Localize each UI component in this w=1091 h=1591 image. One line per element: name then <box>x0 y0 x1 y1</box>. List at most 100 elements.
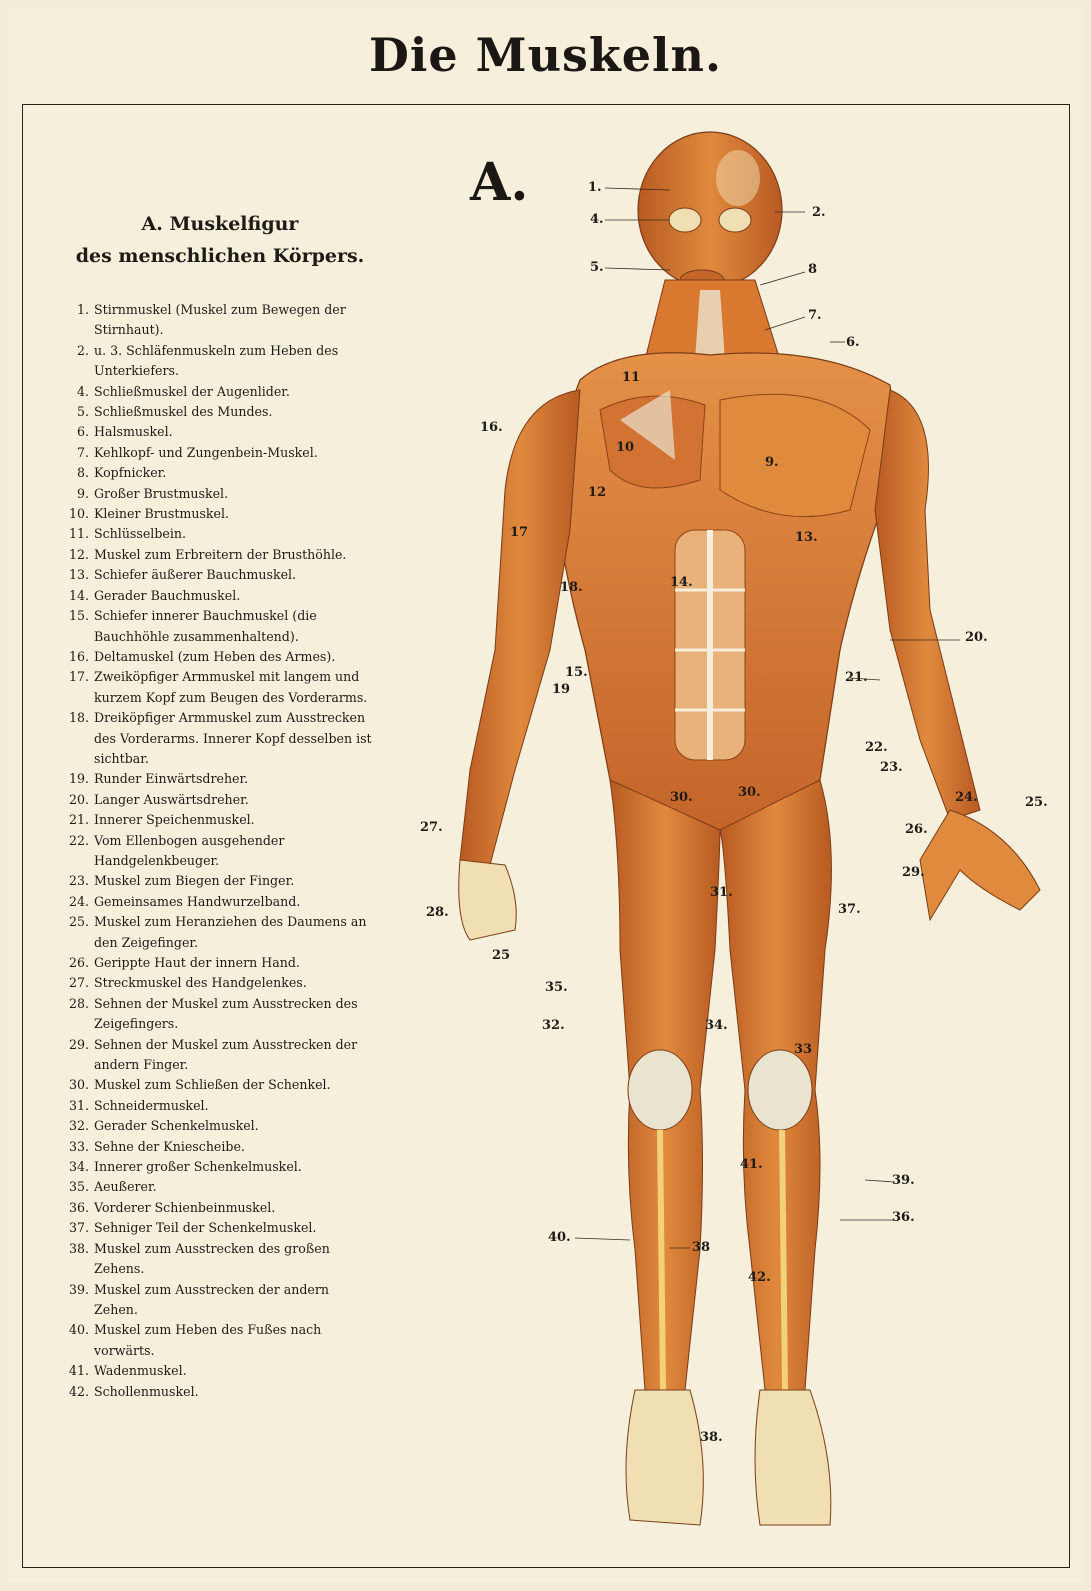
legend-entry: 18.Dreiköpfiger Armmuskel zum Ausstrecke… <box>64 708 376 769</box>
legend-entry: 42.Schollenmuskel. <box>64 1382 376 1402</box>
legend-entry: 22.Vom Ellenbogen ausgehender Handgelenk… <box>64 831 376 872</box>
legend-entry-number: 14. <box>64 586 94 606</box>
legend-entry: 38.Muskel zum Ausstrecken des großen Zeh… <box>64 1239 376 1280</box>
legend-entry: 1.Stirnmuskel (Muskel zum Bewegen der St… <box>64 300 376 341</box>
figure-number-label: 28. <box>426 905 449 920</box>
legend-entry-text: Schließmuskel des Mundes. <box>94 402 376 422</box>
legend-entry-text: Sehnen der Muskel zum Ausstrecken des Ze… <box>94 994 376 1035</box>
legend-entry: 23.Muskel zum Biegen der Finger. <box>64 871 376 891</box>
figure-number-label: 33 <box>794 1042 812 1057</box>
legend-entry: 15.Schiefer innerer Bauchmuskel (die Bau… <box>64 606 376 647</box>
figure-number-label: 35. <box>545 980 568 995</box>
legend-entry: 4.Schließmuskel der Augenlider. <box>64 382 376 402</box>
legend-entry-number: 22. <box>64 831 94 872</box>
legend-entry-number: 42. <box>64 1382 94 1402</box>
figure-number-label: 15. <box>565 665 588 680</box>
figure-number-label: 31. <box>710 885 733 900</box>
legend-entry: 5.Schließmuskel des Mundes. <box>64 402 376 422</box>
legend-entry-text: Schiefer innerer Bauchmuskel (die Bauchh… <box>94 606 376 647</box>
legend-entry: 6.Halsmuskel. <box>64 422 376 442</box>
legend-entry-text: Schollenmuskel. <box>94 1382 376 1402</box>
figure-number-label: 38. <box>700 1430 723 1445</box>
legend-entry-number: 41. <box>64 1361 94 1381</box>
page-title: Die Muskeln. <box>0 28 1091 82</box>
figure-number-label: 9. <box>765 455 779 470</box>
legend-entry-text: u. 3. Schläfenmuskeln zum Heben des Unte… <box>94 341 376 382</box>
legend-entry-number: 17. <box>64 667 94 708</box>
figure-number-label: 30. <box>670 790 693 805</box>
figure-number-label: 20. <box>965 630 988 645</box>
legend-entry-number: 8. <box>64 463 94 483</box>
figure-number-label: 8 <box>808 262 817 277</box>
figure-number-label: 19 <box>552 682 570 697</box>
legend-entry: 39.Muskel zum Ausstrecken der andern Zeh… <box>64 1280 376 1321</box>
legend-entry-number: 6. <box>64 422 94 442</box>
legend-entry: 24.Gemeinsames Handwurzelband. <box>64 892 376 912</box>
figure-number-label: 6. <box>846 335 860 350</box>
figure-number-label: 11 <box>622 370 640 385</box>
figure-number-label: 42. <box>748 1270 771 1285</box>
legend-entry-text: Muskel zum Ausstrecken der andern Zehen. <box>94 1280 376 1321</box>
legend-entry: 41.Wadenmuskel. <box>64 1361 376 1381</box>
legend-entry-number: 37. <box>64 1218 94 1238</box>
legend-entry: 25.Muskel zum Heranziehen des Daumens an… <box>64 912 376 953</box>
legend-entry-number: 1. <box>64 300 94 341</box>
legend-entry-number: 2. <box>64 341 94 382</box>
legend-entry: 35.Aeußerer. <box>64 1177 376 1197</box>
legend-entry-text: Langer Auswärtsdreher. <box>94 790 376 810</box>
legend-heading-line2: des menschlichen Körpers. <box>60 240 380 272</box>
legend-entry-number: 21. <box>64 810 94 830</box>
legend-entry-number: 5. <box>64 402 94 422</box>
legend-entry: 19.Runder Einwärtsdreher. <box>64 769 376 789</box>
legend-entry-number: 10. <box>64 504 94 524</box>
legend-entry: 36.Vorderer Schienbeinmuskel. <box>64 1198 376 1218</box>
legend-entry-text: Streckmuskel des Handgelenkes. <box>94 973 376 993</box>
figure-number-label: 18. <box>560 580 583 595</box>
legend-entry: 26.Gerippte Haut der innern Hand. <box>64 953 376 973</box>
legend-entry-number: 29. <box>64 1035 94 1076</box>
legend-entry-number: 23. <box>64 871 94 891</box>
legend-entry-text: Großer Brustmuskel. <box>94 484 376 504</box>
figure-number-label: 5. <box>590 260 604 275</box>
legend-entry-number: 38. <box>64 1239 94 1280</box>
legend-entry-number: 26. <box>64 953 94 973</box>
legend-entry: 37.Sehniger Teil der Schenkelmuskel. <box>64 1218 376 1238</box>
figure-number-label: 1. <box>588 180 602 195</box>
legend-entry-text: Muskel zum Heranziehen des Daumens an de… <box>94 912 376 953</box>
figure-number-label: 38 <box>692 1240 710 1255</box>
legend-entry-number: 28. <box>64 994 94 1035</box>
legend-entry: 9.Großer Brustmuskel. <box>64 484 376 504</box>
legend-entry-text: Schließmuskel der Augenlider. <box>94 382 376 402</box>
legend-entry: 14.Gerader Bauchmuskel. <box>64 586 376 606</box>
legend-entry-text: Gerippte Haut der innern Hand. <box>94 953 376 973</box>
figure-number-label: 25 <box>492 948 510 963</box>
legend-entry-text: Sehne der Kniescheibe. <box>94 1137 376 1157</box>
legend-entry-text: Sehnen der Muskel zum Ausstrecken der an… <box>94 1035 376 1076</box>
legend-entry-number: 11. <box>64 524 94 544</box>
legend-entry-text: Deltamuskel (zum Heben des Armes). <box>94 647 376 667</box>
legend-entry-number: 20. <box>64 790 94 810</box>
legend-entry-text: Wadenmuskel. <box>94 1361 376 1381</box>
legend-entry-text: Sehniger Teil der Schenkelmuskel. <box>94 1218 376 1238</box>
legend-entry: 30.Muskel zum Schließen der Schenkel. <box>64 1075 376 1095</box>
legend-entry-text: Schlüsselbein. <box>94 524 376 544</box>
figure-number-label: 16. <box>480 420 503 435</box>
figure-number-label: 34. <box>705 1018 728 1033</box>
legend-entry-number: 15. <box>64 606 94 647</box>
legend-entry-text: Gemeinsames Handwurzelband. <box>94 892 376 912</box>
legend-entry: 12.Muskel zum Erbreitern der Brusthöhle. <box>64 545 376 565</box>
legend-entry-number: 4. <box>64 382 94 402</box>
legend-entry-text: Aeußerer. <box>94 1177 376 1197</box>
legend-heading-line1: A. Muskelfigur <box>60 208 380 240</box>
figure-number-label: 30. <box>738 785 761 800</box>
legend-entry-text: Vom Ellenbogen ausgehender Handgelenkbeu… <box>94 831 376 872</box>
legend-entry-number: 36. <box>64 1198 94 1218</box>
legend-entry: 31.Schneidermuskel. <box>64 1096 376 1116</box>
legend-entry: 11.Schlüsselbein. <box>64 524 376 544</box>
legend-entry: 20.Langer Auswärtsdreher. <box>64 790 376 810</box>
figure-number-label: 24. <box>955 790 978 805</box>
legend-entry-number: 7. <box>64 443 94 463</box>
legend-entry-text: Schneidermuskel. <box>94 1096 376 1116</box>
legend-entry: 27.Streckmuskel des Handgelenkes. <box>64 973 376 993</box>
legend-entry-text: Muskel zum Biegen der Finger. <box>94 871 376 891</box>
